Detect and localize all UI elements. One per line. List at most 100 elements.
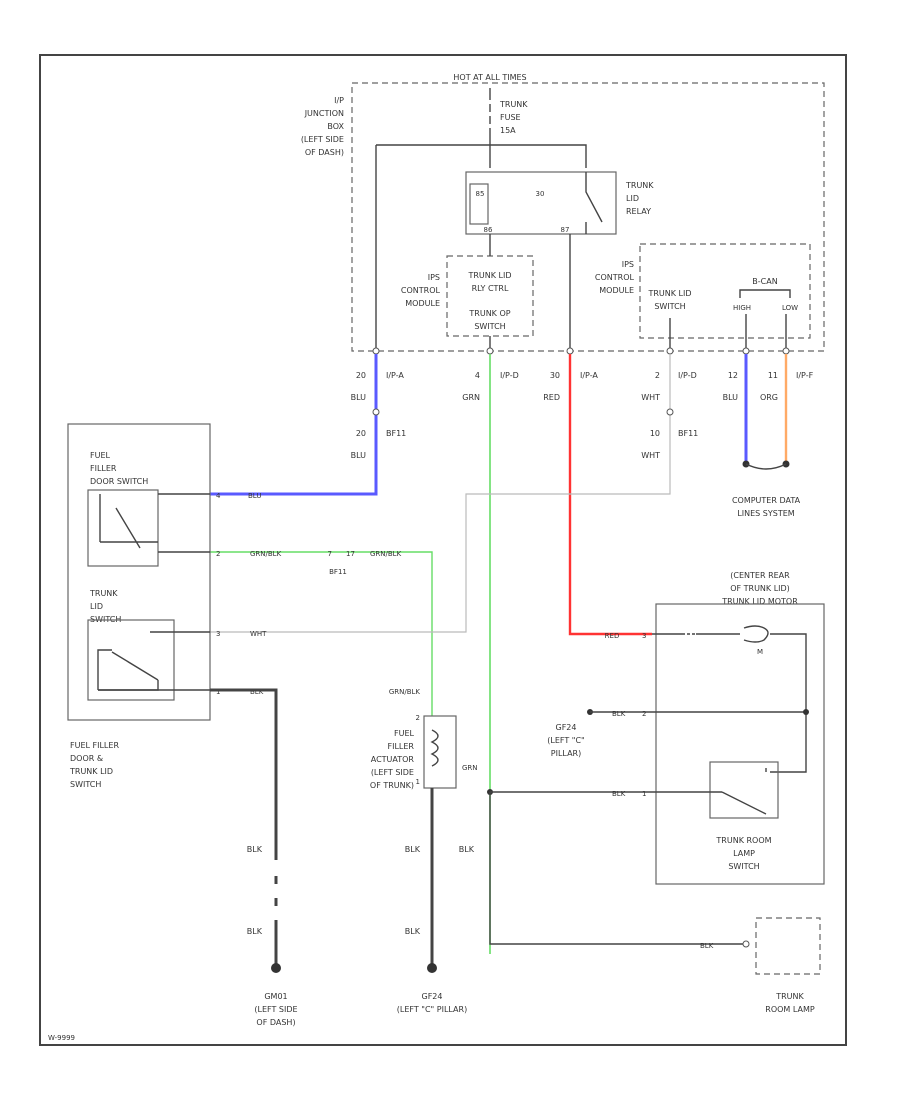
fuel-filler-switch-label: SWITCH xyxy=(70,780,101,789)
fuel-filler-switch-label: DOOR & xyxy=(70,754,103,763)
switch-pin-label: 1 xyxy=(216,688,220,696)
wire-blk-room-lamp xyxy=(489,792,746,945)
actuator-label: ACTUATOR xyxy=(371,755,415,764)
trunk-motor-label: OF TRUNK LID) xyxy=(730,584,790,593)
switch-label: FUEL xyxy=(90,451,111,460)
ground-label: GF24 xyxy=(422,992,443,1001)
fuse-label: FUSE xyxy=(500,113,521,122)
wire-color-label: RED xyxy=(605,632,620,640)
trunk-motor-label: TRUNK LID MOTOR xyxy=(721,597,798,606)
relay-label: LID xyxy=(626,194,639,203)
lamp-pin xyxy=(742,940,750,948)
trunk-lid-switch-contact xyxy=(97,649,159,691)
wire-color-label: BLK xyxy=(247,845,263,854)
motor-return xyxy=(770,633,807,773)
connector-pin-label: 2 xyxy=(655,371,660,380)
b-can-bracket xyxy=(739,289,791,298)
wire-grn-blk xyxy=(210,551,433,716)
ground-label: (LEFT "C" xyxy=(547,736,584,745)
wire-color-label: GRN xyxy=(462,764,478,772)
trunk-lid-switch xyxy=(87,619,175,701)
wire-color-label: BLK xyxy=(250,688,264,696)
connector-pin-label: 30 xyxy=(550,371,560,380)
connector-pin xyxy=(372,347,380,355)
connector-pin xyxy=(486,347,494,355)
fuel-filler-switch-label: FUEL FILLER xyxy=(70,741,119,750)
actuator-label: OF TRUNK) xyxy=(370,781,414,790)
wire-red xyxy=(568,354,652,636)
connector-pin xyxy=(742,347,750,355)
ips-circuit-label: TRUNK LID xyxy=(647,289,691,298)
actuator-label: FILLER xyxy=(388,742,415,751)
ips-label: CONTROL xyxy=(595,273,635,282)
wire-color-label: GRN/BLK xyxy=(370,550,402,558)
connector-pin-label: 17 xyxy=(346,550,355,558)
connector-pin-label: 20 xyxy=(356,371,366,380)
lamp-switch-label: LAMP xyxy=(733,849,755,858)
wire-color-label: BLU xyxy=(351,393,367,402)
junction-box-label: (LEFT SIDE xyxy=(301,135,344,144)
connector-pin-label: 11 xyxy=(768,371,778,380)
actuator-pin-label: 2 xyxy=(416,714,420,722)
relay-feed-wire xyxy=(376,144,587,168)
trunk-motor-label: (CENTER REAR xyxy=(730,571,790,580)
relay-label: RELAY xyxy=(626,207,651,216)
computer-data-lines-label: COMPUTER DATA xyxy=(732,496,801,505)
ground-label: GM01 xyxy=(264,992,287,1001)
wire-color-label: BLK xyxy=(459,845,475,854)
connector-pin xyxy=(666,347,674,355)
b-can-label: B-CAN xyxy=(752,277,777,286)
wire-color-label: WHT xyxy=(641,393,660,402)
wire-can xyxy=(745,314,787,350)
connector-pin-label: 4 xyxy=(475,371,480,380)
connector-pin-label: 10 xyxy=(650,429,660,438)
wire-color-label: WHT xyxy=(250,630,267,638)
can-low-label: LOW xyxy=(782,304,798,312)
connector-label: I/P-D xyxy=(678,371,697,380)
fuel-door-switch xyxy=(87,489,159,567)
splice-dot xyxy=(803,709,809,715)
wire-color-label: BLU xyxy=(723,393,739,402)
connector-label: BF11 xyxy=(678,429,698,438)
trunk-room-lamp-label: ROOM LAMP xyxy=(765,1005,815,1014)
switch-label: TRUNK xyxy=(89,589,118,598)
wire-color-label: BLK xyxy=(405,845,421,854)
wire-color-label: BLK xyxy=(405,927,421,936)
switch-label: FILLER xyxy=(90,464,117,473)
can-high-label: HIGH xyxy=(733,304,751,312)
ips-control-module-right xyxy=(639,243,811,339)
actuator-label: (LEFT SIDE xyxy=(371,768,414,777)
computer-data-lines-label: LINES SYSTEM xyxy=(737,509,794,518)
fuel-door-switch-contact xyxy=(99,494,158,549)
lamp-switch-label: TRUNK ROOM xyxy=(715,836,771,845)
motor-pin-label: 1 xyxy=(642,790,646,798)
ground-gm01 xyxy=(271,963,281,973)
relay-contact xyxy=(585,172,603,223)
wire-blu xyxy=(210,354,378,496)
wire-color-label: WHT xyxy=(641,451,660,460)
ground-label: PILLAR) xyxy=(551,749,581,758)
wire-wht xyxy=(210,354,671,633)
wire-color-label: BLU xyxy=(351,451,367,460)
relay-pin-label: 85 xyxy=(476,190,485,198)
connector-pin xyxy=(782,347,790,355)
connector-pin-label: 12 xyxy=(728,371,738,380)
connector-pin-label: 20 xyxy=(356,429,366,438)
ips-label: MODULE xyxy=(405,299,440,308)
ips-label: IPS xyxy=(428,273,440,282)
connector-label: I/P-A xyxy=(386,371,404,380)
relay-label: TRUNK xyxy=(625,181,654,190)
motor-label: M xyxy=(757,648,763,656)
ips-circuit-label: TRUNK OP xyxy=(468,309,510,318)
wire-color-label: BLK xyxy=(700,942,714,950)
fuel-filler-switch-label: TRUNK LID xyxy=(69,767,113,776)
fuel-filler-actuator xyxy=(423,715,457,789)
ips-circuit-label: TRUNK LID xyxy=(467,271,511,280)
relay-pin-label: 86 xyxy=(484,226,493,234)
wire-color-label: BLK xyxy=(612,790,626,798)
connector-label: BF11 xyxy=(329,568,347,576)
ips-label: IPS xyxy=(622,260,634,269)
trunk-room-lamp xyxy=(755,917,821,975)
trunk-room-lamp-label: TRUNK xyxy=(775,992,804,1001)
